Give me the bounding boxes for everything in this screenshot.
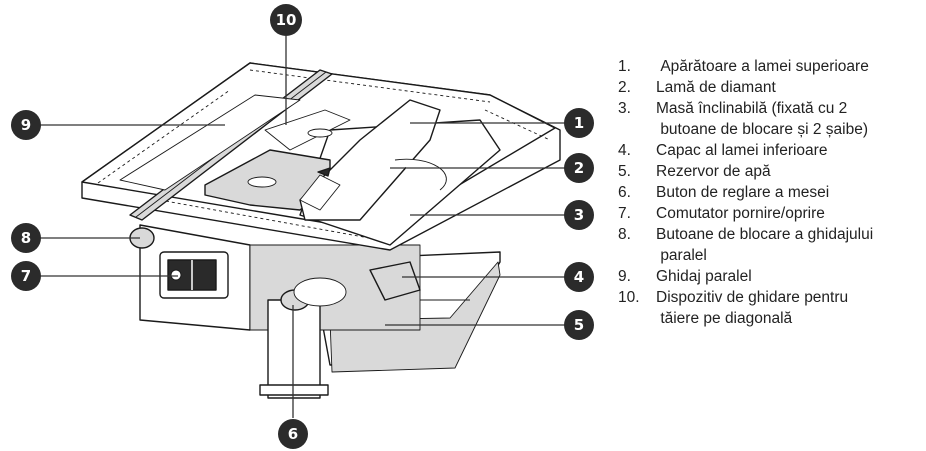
svg-text:10: 10 xyxy=(276,11,297,29)
diamond-blade xyxy=(394,158,447,191)
legend-number: 5. xyxy=(618,163,631,180)
legend-number: 2. xyxy=(618,79,631,96)
legend-label: Ghidaj paralel xyxy=(656,268,752,285)
legend-label: Comutator pornire/oprire xyxy=(656,205,825,222)
callout-6: 6 xyxy=(278,419,308,449)
svg-text:6: 6 xyxy=(288,425,298,443)
svg-text:7: 7 xyxy=(21,267,31,285)
legend-item: 3. Masă înclinabilă (fixată cu 2 butoane … xyxy=(618,98,873,140)
legend-number: 3. xyxy=(618,100,631,117)
legend-label: Buton de reglare a mesei xyxy=(656,184,830,201)
legend-item: 10. Dispozitiv de ghidare pentru tăiere p… xyxy=(618,287,873,329)
legend-label: Butoane de blocare a ghidajului paralel xyxy=(656,226,874,264)
callout-1: 1 xyxy=(564,108,594,138)
legend-number: 7. xyxy=(618,205,631,222)
legend-item: 6. Buton de reglare a mesei xyxy=(618,182,873,203)
guard-arrow xyxy=(317,167,331,177)
legend-item: 7. Comutator pornire/oprire xyxy=(618,203,873,224)
leader-lines xyxy=(40,36,565,418)
leg-foot xyxy=(259,384,329,396)
svg-text:5: 5 xyxy=(574,316,584,334)
water-tray-front xyxy=(329,261,501,373)
svg-text:4: 4 xyxy=(574,268,584,286)
legend-label: Apărătoare a lamei superioare xyxy=(656,58,869,75)
parts-legend: 1. Apărătoare a lamei superioare 2. Lamă … xyxy=(618,56,873,329)
svg-text:3: 3 xyxy=(574,206,584,224)
svg-text:8: 8 xyxy=(21,229,31,247)
legend-number: 4. xyxy=(618,142,631,159)
legend-item: 1. Apărătoare a lamei superioare xyxy=(618,56,873,77)
legend-label: Masă înclinabilă (fixată cu 2 butoane de… xyxy=(656,100,868,138)
legend-item: 8. Butoane de blocare a ghidajului parale… xyxy=(618,224,873,266)
callouts: 1 2 3 4 5 6 7 8 xyxy=(11,4,594,449)
svg-text:9: 9 xyxy=(21,116,31,134)
tile-saw-illustration xyxy=(81,62,561,399)
legend-label: Rezervor de apă xyxy=(656,163,771,180)
legend-item: 9. Ghidaj paralel xyxy=(618,266,873,287)
legend-item: 5. Rezervor de apă xyxy=(618,161,873,182)
svg-text:2: 2 xyxy=(574,159,584,177)
callout-9: 9 xyxy=(11,110,41,140)
svg-text:1: 1 xyxy=(574,114,584,132)
legend-label: Lamă de diamant xyxy=(656,79,776,96)
callout-4: 4 xyxy=(564,262,594,292)
callout-8: 8 xyxy=(11,223,41,253)
callout-3: 3 xyxy=(564,200,594,230)
legend-number: 9. xyxy=(618,268,631,285)
legend-item: 4. Capac al lamei inferioare xyxy=(618,140,873,161)
leg-front xyxy=(267,299,321,399)
legend-item: 2. Lamă de diamant xyxy=(618,77,873,98)
legend-number: 10. xyxy=(618,289,640,306)
scale-dial xyxy=(293,277,347,307)
callout-5: 5 xyxy=(564,310,594,340)
legend-number: 6. xyxy=(618,184,631,201)
legend-label: Dispozitiv de ghidare pentru tăiere pe d… xyxy=(656,289,849,327)
legend-number: 1. xyxy=(618,58,631,75)
callout-10: 10 xyxy=(270,4,302,36)
callout-2: 2 xyxy=(564,153,594,183)
legend-number: 8. xyxy=(618,226,631,243)
callout-7: 7 xyxy=(11,261,41,291)
legend-label: Capac al lamei inferioare xyxy=(656,142,828,159)
lower-blade-cover xyxy=(369,261,421,301)
